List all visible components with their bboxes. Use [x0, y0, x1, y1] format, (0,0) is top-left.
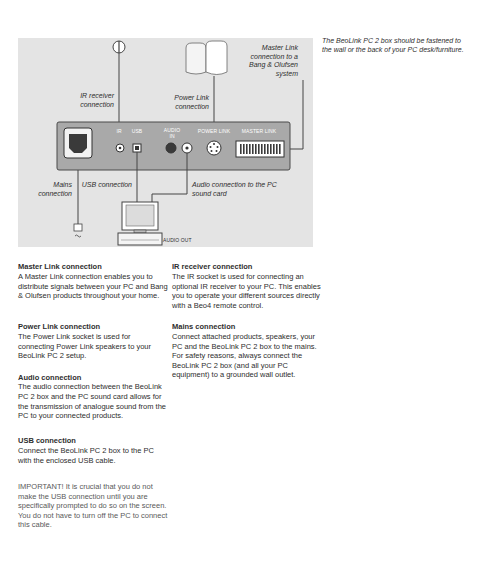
- section-heading: Master Link connection: [18, 262, 168, 272]
- body-text: Connect attached products, speakers, you…: [172, 332, 322, 380]
- cable: [152, 170, 187, 202]
- callout: USB connection: [74, 181, 132, 190]
- section-heading: Audio connection: [18, 373, 168, 383]
- body-text: A Master Link connection enables you to …: [18, 272, 168, 301]
- section-heading: IR receiver connection: [172, 262, 322, 272]
- callout: Audio connection to the PC sound card: [192, 181, 278, 198]
- pc-box: AUDIO OUT: [118, 200, 195, 247]
- body-text: The audio connection between the BeoLink…: [18, 382, 168, 420]
- warning-text: IMPORTANT! It is crucial that you do not…: [18, 482, 168, 530]
- socket-label: AUDIO IN: [162, 128, 182, 139]
- pc: [118, 202, 162, 245]
- body-text: The Power Link socket is used for connec…: [18, 332, 168, 361]
- socket-label: AUDIO OUT: [163, 238, 193, 244]
- cable: [137, 170, 138, 202]
- note: The BeoLink PC 2 box should be fastened …: [322, 37, 467, 54]
- callout: Power Link connection: [164, 94, 209, 111]
- section-heading: Power Link connection: [18, 322, 168, 332]
- socket-label: POWER LINK: [197, 129, 231, 135]
- callout: Mains connection: [26, 181, 72, 198]
- illustration-ground: [18, 38, 313, 247]
- section-heading: USB connection: [18, 436, 168, 446]
- body-text: Connect the BeoLink PC 2 box to the PC w…: [18, 446, 168, 465]
- socket-label: USB: [130, 129, 144, 135]
- rear-panel: [57, 122, 290, 170]
- rear-panel-box: IR USB AUDIO IN POWER LINK MASTER LINK: [57, 122, 290, 170]
- socket-label: IR: [113, 129, 125, 135]
- socket-label: MASTER LINK: [237, 129, 281, 135]
- callout: Master Link connection to a Bang & Olufs…: [234, 44, 298, 78]
- body-text: The IR socket is used for connecting an …: [172, 272, 322, 310]
- section-heading: Mains connection: [172, 322, 322, 332]
- callout: IR receiver connection: [70, 92, 114, 109]
